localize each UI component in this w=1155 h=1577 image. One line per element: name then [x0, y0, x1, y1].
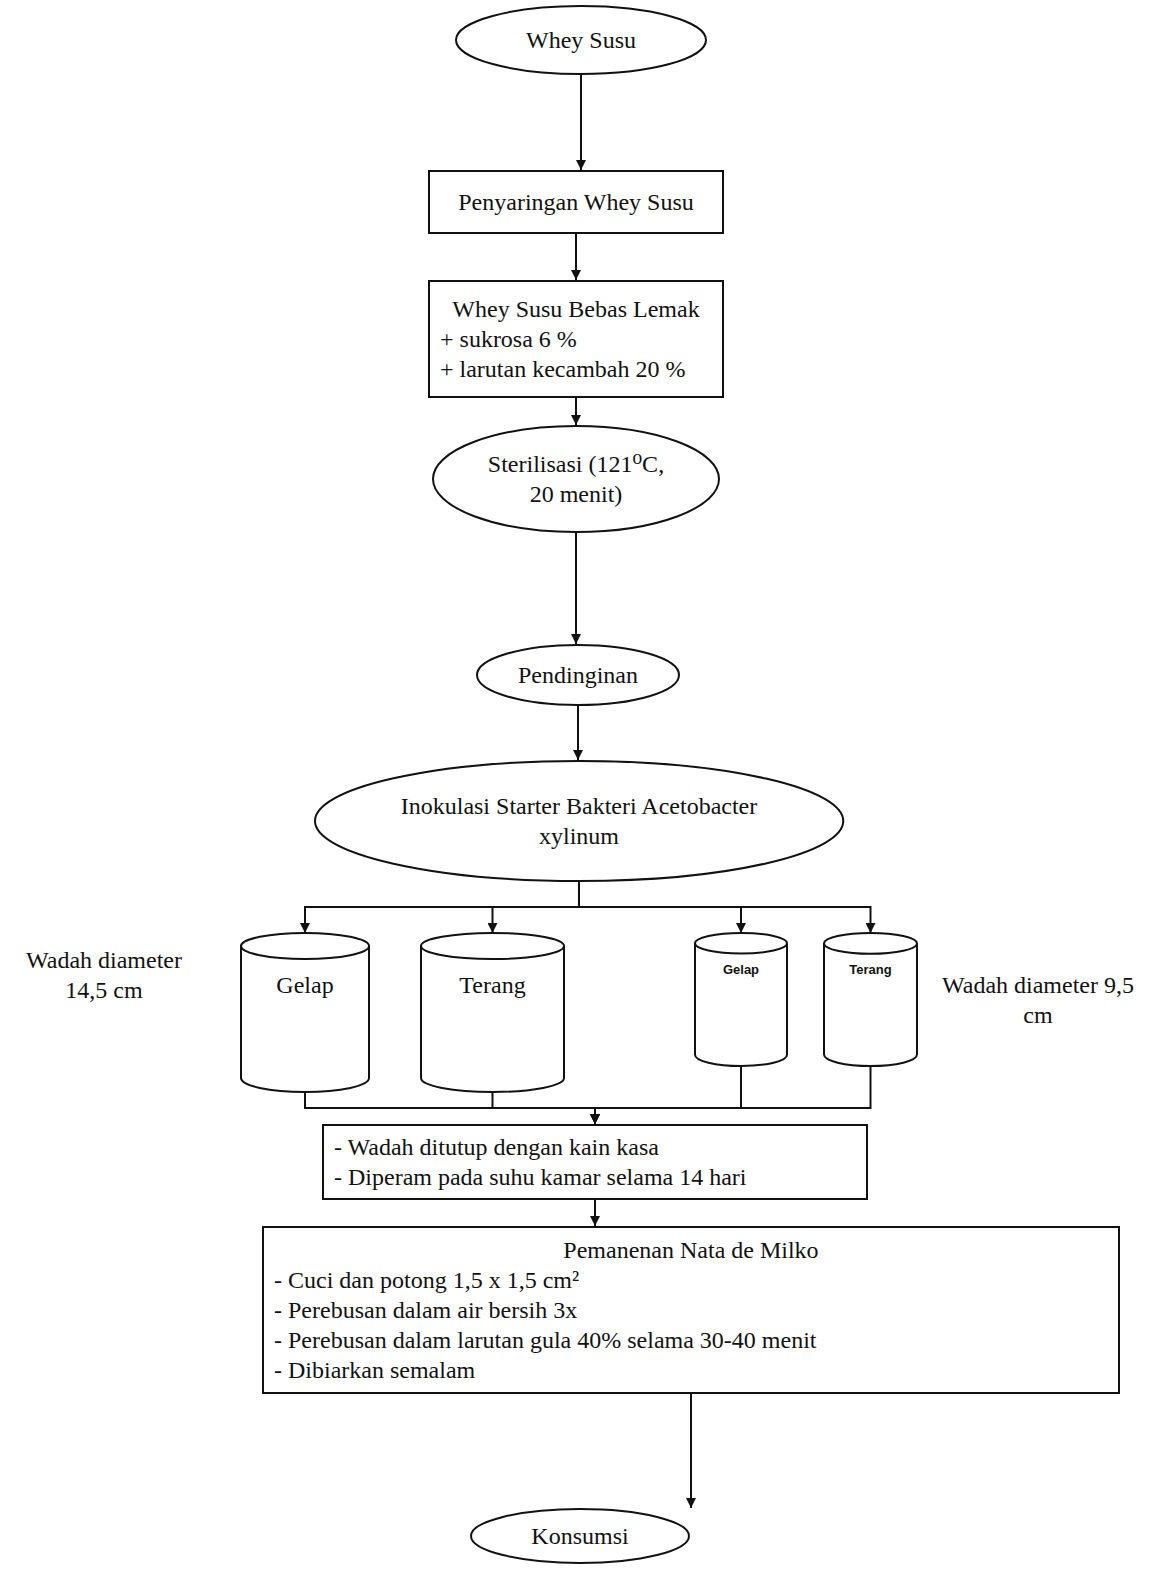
node-text: Pemanenan Nata de Milko	[274, 1235, 1108, 1265]
node-text: Gelap	[694, 962, 788, 978]
cylinder-outline	[694, 932, 788, 1066]
node-text: Terang	[823, 962, 918, 978]
flow-arrow	[493, 1092, 596, 1124]
flow-arrow	[493, 882, 579, 933]
ellipse-shape	[433, 426, 719, 532]
node-text: - Diperam pada suhu kamar selama 14 hari	[334, 1162, 856, 1192]
node-text: - Wadah ditutup dengan kain kasa	[334, 1132, 856, 1162]
flow-arrow	[575, 398, 577, 425]
flow-arrow	[577, 706, 579, 760]
node-text: Whey Susu	[455, 25, 707, 55]
node-text: Terang	[420, 970, 565, 1000]
node-text: Gelap	[240, 970, 370, 1000]
flow-arrow	[575, 533, 577, 644]
node-text: Pendinginan	[476, 660, 680, 690]
cylinder-body	[824, 943, 917, 1066]
container-cylinder: Terang	[823, 932, 918, 1066]
node-text: + sukrosa 6 %	[440, 324, 712, 354]
process-box: Pemanenan Nata de Milko- Cuci dan potong…	[262, 1226, 1120, 1394]
cylinder-body	[241, 946, 369, 1092]
cylinder-outline	[823, 932, 918, 1066]
ellipse-shape	[477, 645, 679, 705]
cylinder-top	[421, 933, 564, 959]
node-text: - Dibiarkan semalam	[274, 1355, 1108, 1385]
cylinder-outline	[240, 932, 370, 1092]
node-text: - Perebusan dalam air bersih 3x	[274, 1295, 1108, 1325]
flow-arrow	[579, 882, 871, 933]
container-cylinder: Terang	[420, 932, 565, 1092]
node-text: - Perebusan dalam larutan gula 40% selam…	[274, 1325, 1108, 1355]
flow-arrow	[690, 1394, 692, 1508]
terminal-ellipse: Whey Susu	[455, 5, 707, 75]
terminal-ellipse: Pendinginan	[476, 644, 680, 706]
node-text: Penyaringan Whey Susu	[440, 187, 712, 217]
node-text: Sterilisasi (121⁰C, 20 menit)	[476, 449, 676, 509]
cylinder-outline	[420, 932, 565, 1092]
terminal-ellipse: Sterilisasi (121⁰C, 20 menit)	[432, 425, 720, 533]
dimension-label: Wadah diameter 14,5 cm	[6, 945, 202, 1005]
process-box: Penyaringan Whey Susu	[428, 170, 724, 234]
flow-arrow	[595, 1066, 741, 1124]
cylinder-top	[241, 933, 369, 959]
cylinder-top	[695, 933, 787, 954]
node-text: + larutan kecambah 20 %	[440, 354, 712, 384]
cylinder-body	[421, 946, 564, 1092]
flow-arrow	[594, 1200, 596, 1226]
node-text: Konsumsi	[470, 1521, 690, 1551]
dimension-label: Wadah diameter 9,5 cm	[926, 970, 1150, 1030]
node-text: Inokulasi Starter Bakteri Acetobacter xy…	[389, 791, 769, 851]
node-text: Whey Susu Bebas Lemak	[440, 294, 712, 324]
cylinder-top	[824, 933, 917, 954]
cylinder-body	[695, 943, 787, 1066]
node-text: - Cuci dan potong 1,5 x 1,5 cm²	[274, 1265, 1108, 1295]
container-cylinder: Gelap	[694, 932, 788, 1066]
ellipse-outline	[314, 760, 844, 882]
process-box: Whey Susu Bebas Lemak+ sukrosa 6 %+ laru…	[428, 280, 724, 398]
process-box: - Wadah ditutup dengan kain kasa- Dipera…	[322, 1124, 868, 1200]
flow-arrow	[305, 882, 579, 933]
ellipse-shape	[456, 6, 706, 74]
flow-arrow	[580, 75, 582, 170]
terminal-ellipse: Inokulasi Starter Bakteri Acetobacter xy…	[314, 760, 844, 882]
ellipse-shape	[471, 1509, 689, 1563]
terminal-ellipse: Konsumsi	[470, 1508, 690, 1564]
container-cylinder: Gelap	[240, 932, 370, 1092]
flow-arrow	[305, 1092, 595, 1124]
flow-arrow	[595, 1066, 871, 1124]
ellipse-outline	[432, 425, 720, 533]
ellipse-shape	[315, 761, 843, 881]
flow-arrow	[575, 234, 577, 280]
